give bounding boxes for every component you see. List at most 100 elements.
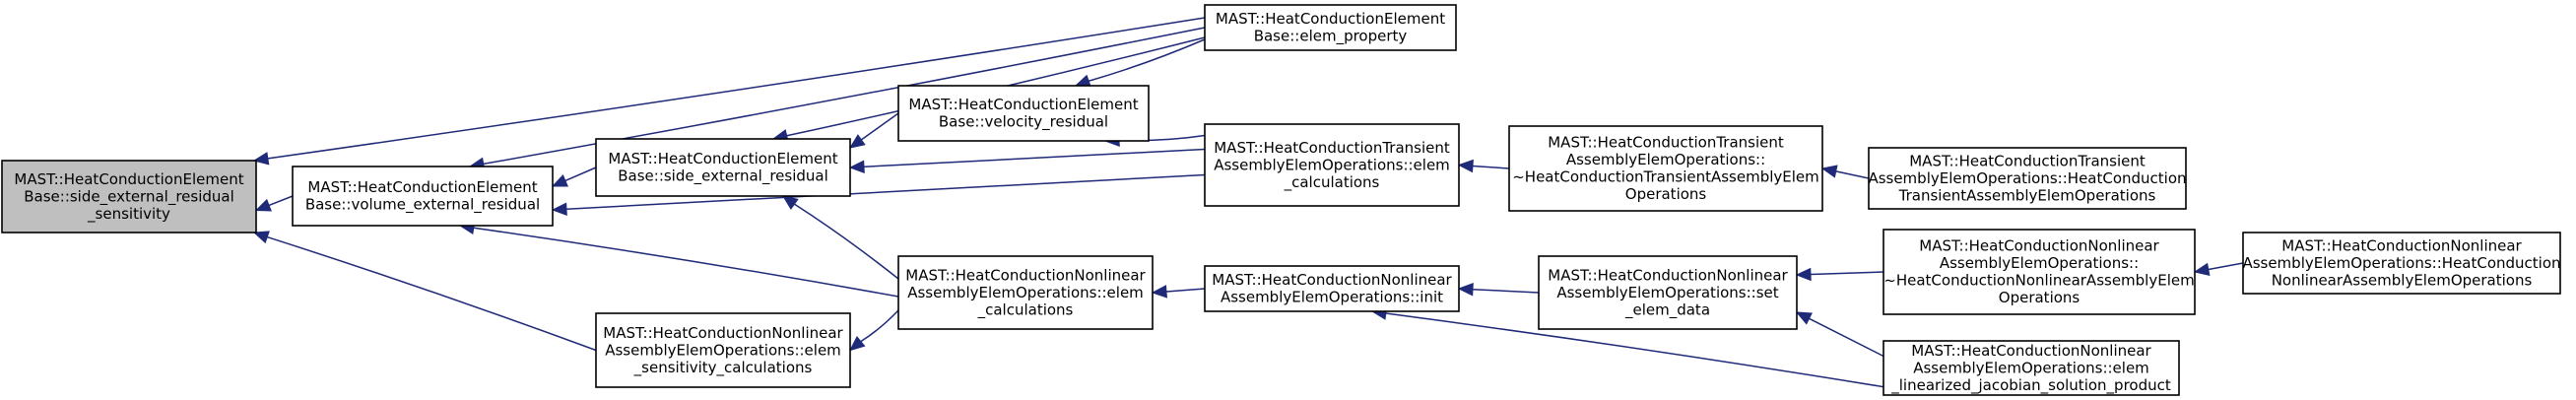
node-label-line: _sensitivity_calculations	[633, 359, 813, 377]
node-box[interactable]	[1868, 147, 2187, 210]
node-n2[interactable]: MAST::HeatConductionElementBase::volume_…	[292, 166, 554, 227]
edge-n5-to-n4	[860, 112, 899, 141]
node-box[interactable]	[292, 166, 554, 227]
node-box[interactable]	[897, 85, 1150, 142]
node-n3[interactable]: MAST::HeatConductionNonlinearAssemblyEle…	[595, 312, 851, 388]
arrowhead-icon	[254, 198, 272, 212]
node-n8[interactable]: MAST::HeatConductionTransientAssemblyEle…	[1204, 123, 1460, 207]
node-label-line: _elem_data	[1624, 300, 1710, 319]
arrowhead-icon	[848, 134, 866, 149]
node-label-line: ~HeatConductionTransientAssemblyElem	[1512, 168, 1819, 186]
node-label-line: Operations	[1999, 289, 2081, 306]
node-label-line: MAST::HeatConductionNonlinear	[603, 324, 843, 342]
edge-n8-to-n2	[565, 173, 1206, 210]
node-label-line: _calculations	[977, 300, 1074, 319]
arrowhead-icon	[1457, 159, 1474, 173]
edge-n10-to-n8	[1472, 165, 1510, 169]
node-n15[interactable]: MAST::HeatConductionNonlinearAssemblyEle…	[2242, 232, 2561, 295]
node-box[interactable]	[1204, 4, 1457, 51]
node-label-line: ~HeatConductionNonlinearAssemblyElem	[1883, 272, 2194, 290]
node-n10[interactable]: MAST::HeatConductionTransientAssemblyEle…	[1508, 125, 1823, 212]
edge-n14-to-n11	[1809, 317, 1884, 358]
node-box[interactable]	[1882, 340, 2180, 396]
node-label-line: AssemblyElemOperations::elem	[1214, 156, 1450, 173]
node-label-line: AssemblyElemOperations::init	[1221, 289, 1443, 306]
node-label-line: AssemblyElemOperations::elem	[1913, 359, 2149, 376]
arrowhead-icon	[1795, 267, 1812, 282]
node-n11[interactable]: MAST::HeatConductionNonlinearAssemblyEle…	[1538, 255, 1798, 330]
edge-n13-to-n11	[1810, 271, 1884, 276]
node-box[interactable]	[1204, 123, 1460, 207]
node-n1[interactable]: MAST::HeatConductionElementBase::side_ex…	[1, 160, 257, 233]
node-box[interactable]	[897, 255, 1154, 330]
edge-n15-to-n13	[2208, 262, 2244, 271]
node-label-line: Base::side_external_residual	[24, 187, 234, 206]
node-label-line: MAST::HeatConductionElement	[608, 150, 837, 167]
edge-n7-to-n5	[1088, 38, 1206, 82]
node-label-line: _sensitivity	[87, 205, 170, 224]
node-label-line: Base::velocity_residual	[939, 113, 1108, 132]
node-label-line: MAST::HeatConductionElement	[1216, 10, 1445, 28]
arrowhead-icon	[1151, 285, 1167, 299]
edge-n8-to-n4	[863, 148, 1206, 168]
node-n9[interactable]: MAST::HeatConductionNonlinearAssemblyEle…	[1204, 265, 1460, 312]
node-n7[interactable]: MAST::HeatConductionElementBase::elem_pr…	[1204, 4, 1457, 51]
node-label-line: _calculations	[1284, 173, 1380, 192]
node-label-line: MAST::HeatConductionNonlinear	[1548, 266, 1788, 284]
node-label-line: AssemblyElemOperations::	[1566, 151, 1765, 168]
edge-n2-to-n1	[268, 195, 294, 207]
node-label-line: MAST::HeatConductionElement	[14, 170, 243, 188]
node-n12[interactable]: MAST::HeatConductionTransientAssemblyEle…	[1868, 147, 2187, 210]
arrowhead-icon	[848, 160, 865, 174]
node-label-line: Base::side_external_residual	[618, 167, 828, 186]
node-label-line: AssemblyElemOperations::HeatConduction	[1868, 169, 2186, 187]
arrowhead-icon	[781, 195, 799, 210]
node-label-line: NonlinearAssemblyElemOperations	[2272, 271, 2533, 289]
edge-n6-to-n2	[473, 227, 899, 298]
arrowhead-icon	[2193, 262, 2211, 277]
node-label-line: AssemblyElemOperations::elem	[605, 341, 841, 359]
node-box[interactable]	[595, 138, 851, 197]
node-label-line: Base::volume_external_residual	[305, 196, 540, 215]
arrowhead-icon	[252, 231, 270, 244]
node-n14[interactable]: MAST::HeatConductionNonlinearAssemblyEle…	[1882, 340, 2180, 396]
node-label-line: AssemblyElemOperations::HeatConduction	[2242, 254, 2560, 272]
node-label-line: Base::elem_property	[1254, 28, 1408, 46]
edge-n7-to-n1	[267, 17, 1206, 160]
node-label-line: AssemblyElemOperations::	[1940, 254, 2139, 272]
edge-n7-to-n2	[483, 27, 1206, 166]
node-label-line: _linearized_jacobian_solution_product	[1890, 376, 2171, 395]
nodes-layer: MAST::HeatConductionElementBase::side_ex…	[1, 4, 2561, 396]
node-n4[interactable]: MAST::HeatConductionElementBase::side_ex…	[595, 138, 851, 197]
node-box[interactable]	[595, 312, 851, 388]
node-box[interactable]	[1882, 229, 2196, 315]
node-box[interactable]	[1204, 265, 1460, 312]
node-box[interactable]	[1, 160, 257, 233]
node-label-line: MAST::HeatConductionNonlinear	[2281, 236, 2522, 254]
node-n5[interactable]: MAST::HeatConductionElementBase::velocit…	[897, 85, 1150, 142]
node-label-line: MAST::HeatConductionElement	[908, 96, 1138, 113]
edge-n9-to-n6	[1165, 288, 1206, 293]
node-box[interactable]	[2242, 232, 2561, 295]
edge-n6-to-n4	[793, 203, 899, 280]
edge-n14-to-n9	[1385, 312, 1886, 388]
node-label-line: Operations	[1625, 185, 1707, 203]
node-label-line: MAST::HeatConductionTransient	[1214, 139, 1450, 157]
arrowhead-icon	[551, 174, 568, 187]
node-label-line: MAST::HeatConductionNonlinear	[905, 266, 1146, 284]
node-label-line: AssemblyElemOperations::elem	[907, 284, 1144, 301]
node-label-line: MAST::HeatConductionNonlinear	[1911, 342, 2151, 360]
arrowhead-icon	[1820, 165, 1838, 178]
edge-n3-to-n1	[267, 235, 597, 352]
arrowhead-icon	[1795, 311, 1813, 325]
node-n6[interactable]: MAST::HeatConductionNonlinearAssemblyEle…	[897, 255, 1154, 330]
node-n13[interactable]: MAST::HeatConductionNonlinearAssemblyEle…	[1882, 229, 2196, 315]
edge-n4-to-n2	[564, 167, 597, 182]
node-box[interactable]	[1538, 255, 1798, 330]
node-box[interactable]	[1508, 125, 1823, 212]
arrowhead-icon	[1457, 282, 1474, 297]
edge-n6-to-n3	[860, 309, 899, 343]
node-label-line: AssemblyElemOperations::set	[1556, 284, 1778, 301]
edge-n11-to-n9	[1472, 288, 1540, 294]
